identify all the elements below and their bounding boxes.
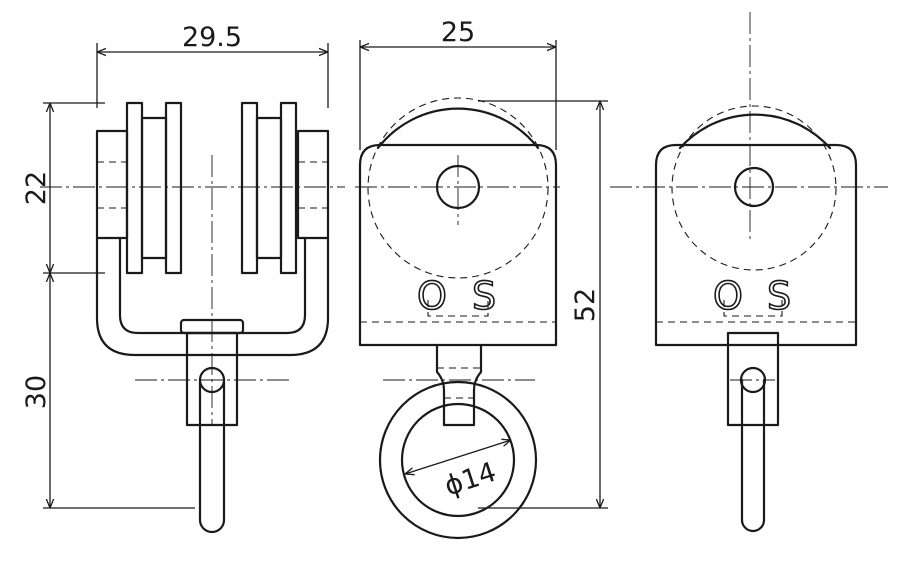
front-shaft bbox=[185, 331, 239, 427]
front-pin-rod bbox=[198, 378, 226, 534]
dim-side-width: 25 bbox=[441, 17, 475, 48]
rear-pin-hole bbox=[739, 366, 767, 394]
left-side-plate bbox=[95, 129, 129, 240]
rear-logo-s: S bbox=[767, 274, 791, 318]
side-axle-hole bbox=[435, 164, 481, 210]
right-wheel bbox=[240, 101, 298, 275]
dim-ring-line bbox=[405, 440, 511, 474]
rear-pin-rod bbox=[740, 378, 766, 533]
side-wheel-top bbox=[376, 107, 540, 150]
logo-s: S bbox=[472, 274, 496, 318]
side-shaft bbox=[435, 343, 483, 427]
dim-total-height: 52 bbox=[570, 288, 601, 322]
rear-shaft bbox=[726, 331, 780, 427]
dim-ring-diameter: ϕ14 bbox=[441, 457, 500, 503]
side-view: O S ϕ14 25 52 bbox=[355, 17, 608, 540]
right-side-plate bbox=[296, 129, 330, 240]
dim-lower-height: 30 bbox=[21, 375, 52, 409]
rear-wheel-hidden bbox=[671, 105, 837, 271]
bracket-inner bbox=[118, 236, 307, 335]
left-wheel bbox=[125, 101, 183, 275]
bracket-outer bbox=[95, 236, 330, 357]
ring-inner bbox=[400, 402, 516, 518]
front-view: 29.5 22 30 bbox=[21, 22, 345, 534]
rear-body bbox=[654, 143, 858, 347]
side-wheel-hidden bbox=[367, 97, 549, 279]
front-pin-hole bbox=[198, 366, 226, 394]
ring-outer bbox=[378, 380, 538, 540]
side-body bbox=[358, 143, 558, 347]
dim-upper-height: 22 bbox=[21, 171, 52, 205]
logo-o: O bbox=[417, 274, 447, 318]
rear-logo-o: O bbox=[713, 274, 743, 318]
rear-view: O S bbox=[610, 12, 888, 533]
rear-wheel-top bbox=[678, 113, 832, 150]
rear-axle-hole bbox=[733, 166, 775, 208]
dim-front-width: 29.5 bbox=[182, 22, 242, 53]
